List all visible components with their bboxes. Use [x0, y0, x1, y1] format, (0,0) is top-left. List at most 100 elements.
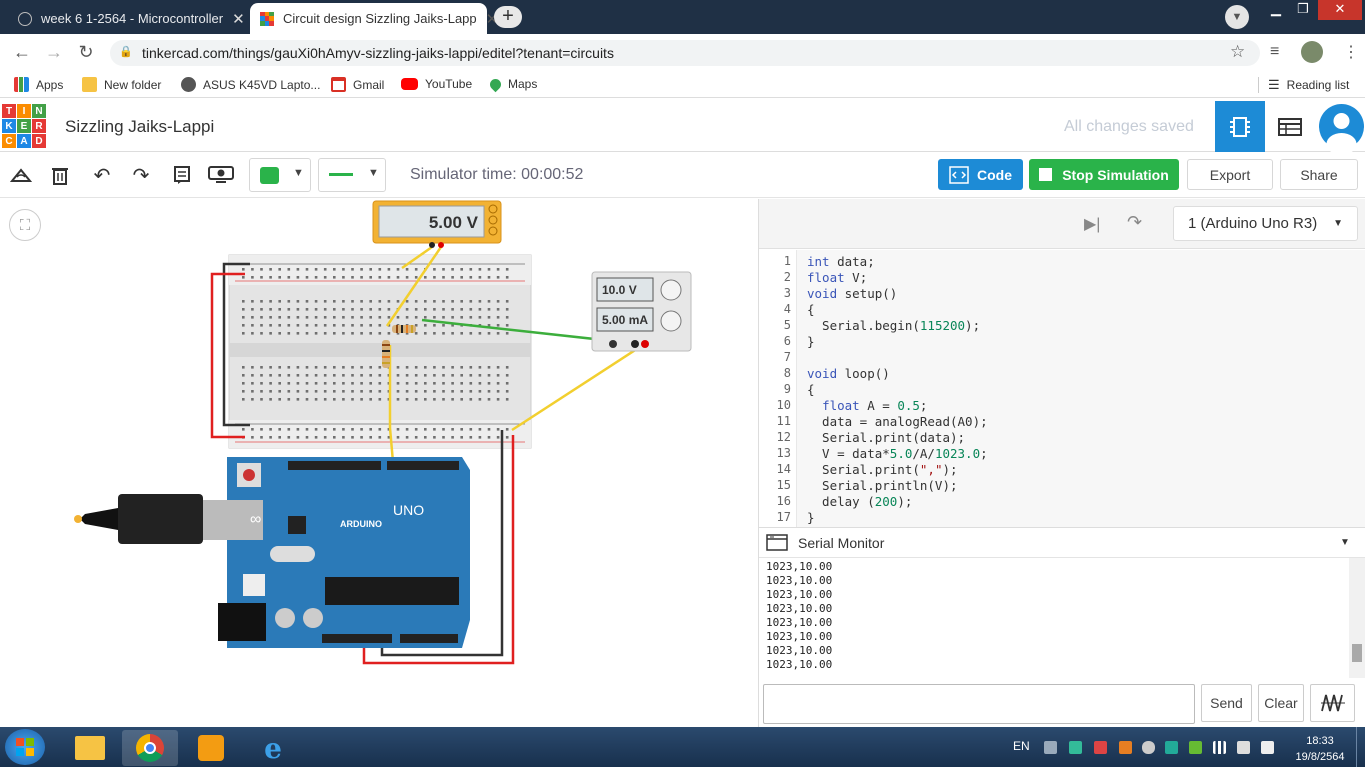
code-line[interactable]: {: [807, 382, 815, 397]
code-line[interactable]: {: [807, 302, 815, 317]
back-icon[interactable]: ←: [13, 42, 31, 62]
bookmark-maps[interactable]: Maps: [487, 76, 537, 92]
wire-yellow-meter-2[interactable]: [385, 246, 443, 327]
circuit-diagram[interactable]: 5.00 V 10.0 V 5.00 mA ∞ ARDUINO UNO: [0, 199, 758, 727]
tinkercad-logo[interactable]: T I N K E R C A D: [2, 104, 46, 148]
url-text[interactable]: tinkercad.com/things/gauXi0hAmyv-sizzlin…: [142, 45, 614, 61]
wire-type-picker[interactable]: ▼: [318, 158, 386, 192]
app-tray-icon[interactable]: [1165, 741, 1178, 754]
chrome-menu-icon[interactable]: ⋮: [1343, 44, 1359, 61]
serial-monitor-header[interactable]: [759, 527, 1365, 558]
internet-explorer-icon[interactable]: e: [264, 731, 282, 765]
clear-button[interactable]: Clear: [1258, 684, 1304, 722]
close-window-icon[interactable]: ✕: [1318, 0, 1362, 20]
wire-yellow-meter-1[interactable]: [401, 245, 433, 270]
forward-icon[interactable]: →: [45, 42, 63, 62]
device-select[interactable]: 1 (Arduino Uno R3) ▼: [1173, 206, 1358, 241]
delete-icon[interactable]: [45, 160, 75, 190]
chrome-profile-icon[interactable]: ▼: [1225, 5, 1249, 29]
address-bar[interactable]: [110, 40, 1260, 66]
notes-icon[interactable]: [167, 160, 197, 190]
export-button[interactable]: Export: [1187, 159, 1273, 190]
multimeter[interactable]: [372, 200, 502, 248]
bookmark-youtube[interactable]: YouTube: [401, 77, 472, 91]
reload-icon[interactable]: ↻: [78, 42, 94, 62]
battery-tray-icon[interactable]: [1237, 741, 1250, 754]
code-line[interactable]: Serial.print(data);: [807, 430, 966, 445]
bookmark-gmail[interactable]: Gmail: [331, 77, 384, 92]
wire-color-picker[interactable]: ▼: [249, 158, 311, 192]
breadboard[interactable]: [228, 254, 532, 449]
code-line[interactable]: Serial.begin(115200);: [807, 318, 981, 333]
code-line[interactable]: }: [807, 334, 815, 349]
code-line[interactable]: float V;: [807, 270, 868, 285]
share-button[interactable]: Share: [1280, 159, 1358, 190]
circuit-view-button[interactable]: [1215, 101, 1265, 152]
restore-window-icon[interactable]: ❐: [1297, 1, 1309, 16]
chevron-down-icon[interactable]: ▼: [1340, 537, 1350, 548]
undo-icon[interactable]: ↶: [93, 164, 111, 187]
profile-avatar[interactable]: [1301, 41, 1323, 63]
bookmark-asus[interactable]: ASUS K45VD Lapto...: [181, 77, 320, 92]
browser-tab-microcontroller[interactable]: week 6 1-2564 - Microcontroller ✕: [8, 3, 248, 34]
stop-simulation-button[interactable]: Stop Simulation: [1029, 159, 1179, 190]
debugger-icon[interactable]: ↷: [1127, 212, 1143, 232]
code-line[interactable]: Serial.println(V);: [807, 478, 958, 493]
code-line[interactable]: V = data*5.0/A/1023.0;: [807, 446, 988, 461]
minimize-window-icon[interactable]: ▁: [1271, 1, 1281, 16]
code-line[interactable]: data = analogRead(A0);: [807, 414, 988, 429]
app-tray-icon[interactable]: [1119, 741, 1132, 754]
wire-red-5v[interactable]: [362, 435, 515, 665]
signal-tray-icon[interactable]: [1213, 741, 1226, 754]
browser-tab-circuit-design[interactable]: Circuit design Sizzling Jaiks-Lapp ✕: [250, 3, 498, 34]
start-button[interactable]: [5, 729, 45, 765]
security-tray-icon[interactable]: [1069, 741, 1082, 754]
input-language[interactable]: EN: [1013, 739, 1030, 753]
project-title[interactable]: Sizzling Jaiks-Lappi: [65, 117, 215, 136]
file-explorer-icon[interactable]: [62, 730, 118, 766]
bookmark-star-icon[interactable]: ☆: [1230, 42, 1246, 61]
code-line[interactable]: }: [807, 510, 815, 525]
media-control-icon[interactable]: ≡: [1270, 43, 1280, 60]
user-avatar[interactable]: [1319, 104, 1364, 155]
code-line[interactable]: void loop(): [807, 366, 890, 381]
new-tab-button[interactable]: +: [494, 6, 522, 28]
power-supply[interactable]: [591, 271, 692, 352]
nvidia-tray-icon[interactable]: [1189, 741, 1202, 754]
component-list-view-button[interactable]: [1265, 101, 1315, 152]
code-line[interactable]: void setup(): [807, 286, 898, 301]
code-line[interactable]: int data;: [807, 254, 875, 269]
reading-list[interactable]: ☰ Reading list: [1258, 77, 1349, 93]
lock-icon[interactable]: 🔒: [119, 46, 133, 58]
send-button[interactable]: Send: [1201, 684, 1252, 722]
code-line[interactable]: float A = 0.5;: [822, 398, 928, 413]
wire-black-rail[interactable]: [222, 262, 250, 427]
close-tab-icon[interactable]: ✕: [232, 10, 245, 28]
media-player-icon[interactable]: [183, 730, 239, 766]
chrome-taskbar-icon[interactable]: [122, 730, 178, 766]
wire-yellow-supply[interactable]: [511, 343, 644, 432]
code-button[interactable]: Code: [938, 159, 1023, 190]
notification-tray-icon[interactable]: [1261, 741, 1274, 754]
resistor-vertical[interactable]: [382, 340, 390, 368]
wire-red-rail[interactable]: [210, 272, 245, 439]
rotate-icon[interactable]: [6, 160, 36, 190]
alert-tray-icon[interactable]: [1094, 741, 1107, 754]
network-tray-icon[interactable]: [1044, 741, 1057, 754]
bookmark-apps[interactable]: Apps: [14, 77, 63, 92]
code-line[interactable]: delay (200);: [807, 494, 913, 509]
code-line[interactable]: Serial.print(",");: [807, 462, 958, 477]
taskbar-clock[interactable]: 18:33 19/8/2564: [1290, 733, 1350, 765]
visibility-icon[interactable]: [206, 160, 236, 190]
volume-tray-icon[interactable]: [1142, 741, 1155, 754]
zoom-to-fit-icon[interactable]: ⛶: [9, 209, 41, 241]
bookmark-new-folder[interactable]: New folder: [82, 77, 161, 92]
redo-icon[interactable]: ↷: [132, 164, 150, 187]
graph-toggle-button[interactable]: [1310, 684, 1355, 722]
serial-input[interactable]: [763, 684, 1195, 724]
arduino-uno-board[interactable]: ∞: [74, 457, 470, 648]
code-editor[interactable]: [759, 250, 1365, 527]
serial-monitor-scrollbar[interactable]: [1349, 558, 1365, 678]
show-desktop-button[interactable]: [1356, 727, 1365, 767]
step-debug-icon[interactable]: ▶|: [1084, 216, 1101, 233]
